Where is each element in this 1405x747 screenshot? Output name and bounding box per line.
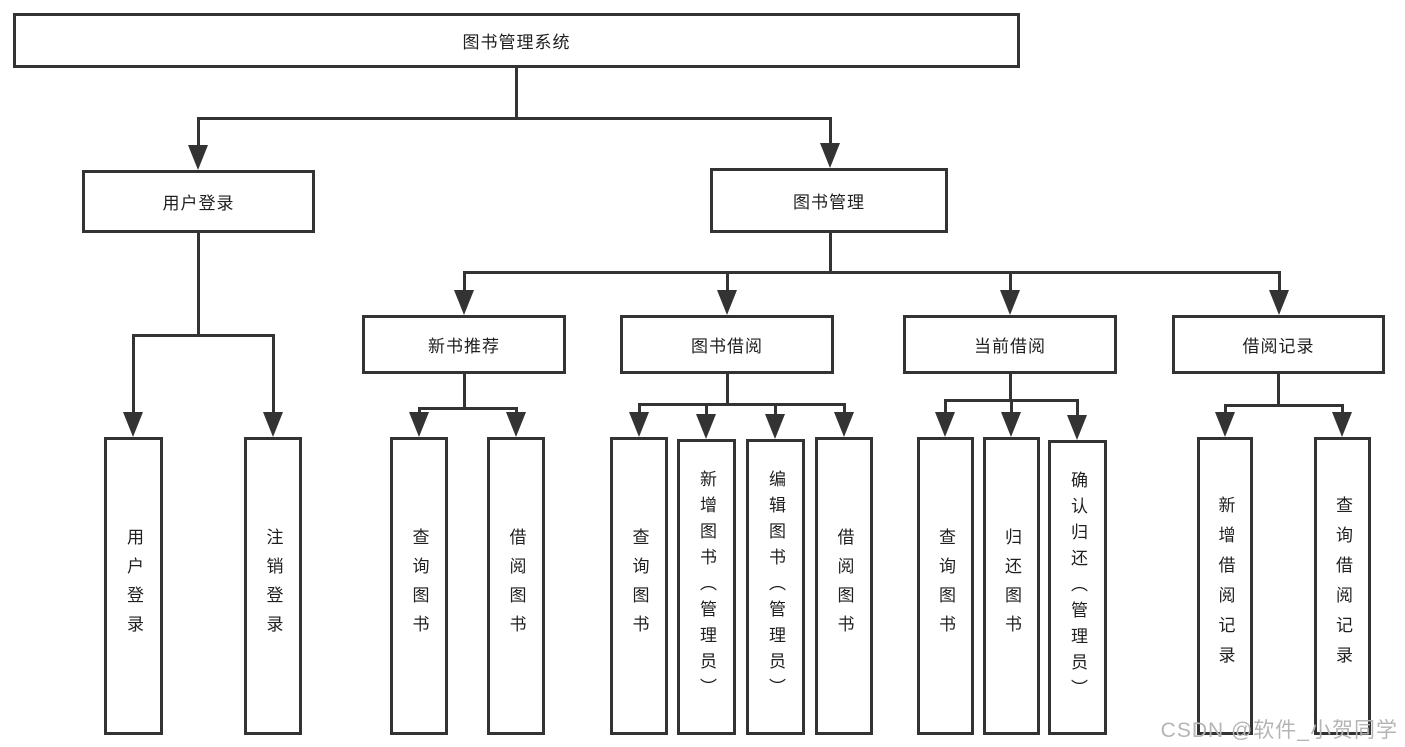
- arrow-down-icon: [123, 412, 143, 437]
- connector-line: [1224, 404, 1344, 407]
- arrow-down-icon: [1000, 290, 1020, 315]
- connector-line: [726, 374, 729, 406]
- connector-line: [132, 334, 274, 337]
- connector-line: [463, 374, 466, 410]
- leaf-add-borrow-record-label: 新增借阅记录: [1215, 496, 1235, 676]
- node-user-login-label: 用户登录: [162, 194, 235, 213]
- arrow-down-icon: [409, 412, 429, 437]
- leaf-edit-book-admin: 编辑图书（管理员）: [746, 439, 805, 735]
- arrow-down-icon: [454, 290, 474, 315]
- node-new-book-recommend-label: 新书推荐: [428, 337, 500, 356]
- connector-line: [1076, 399, 1079, 415]
- node-current-borrowing: 当前借阅: [903, 315, 1117, 374]
- connector-line: [197, 233, 200, 337]
- connector-line: [515, 68, 518, 120]
- leaf-user-login: 用户登录: [104, 437, 163, 735]
- leaf-edit-book-admin-label: 编辑图书（管理员）: [766, 470, 785, 704]
- leaf-query-books-current-label: 查询图书: [936, 528, 955, 644]
- connector-line: [726, 271, 729, 292]
- arrow-down-icon: [1001, 412, 1021, 437]
- connector-line: [705, 403, 708, 415]
- leaf-query-books-recommend: 查询图书: [390, 437, 448, 735]
- connector-line: [774, 403, 777, 415]
- connector-line: [132, 334, 135, 414]
- leaf-borrow-books-recommend: 借阅图书: [487, 437, 545, 735]
- leaf-return-books-label: 归还图书: [1002, 528, 1021, 644]
- node-current-borrowing-label: 当前借阅: [974, 337, 1046, 356]
- arrow-down-icon: [1332, 412, 1352, 437]
- arrow-down-icon: [820, 143, 840, 168]
- leaf-add-borrow-record: 新增借阅记录: [1197, 437, 1253, 735]
- arrow-down-icon: [1269, 290, 1289, 315]
- leaf-query-books-borrowing-label: 查询图书: [629, 528, 649, 644]
- node-root-label: 图书管理系统: [462, 33, 571, 52]
- node-new-book-recommend: 新书推荐: [362, 315, 566, 374]
- connector-line: [1010, 399, 1013, 413]
- arrow-down-icon: [1215, 412, 1235, 437]
- leaf-query-borrow-record-label: 查询借阅记录: [1333, 496, 1352, 676]
- arrow-down-icon: [765, 414, 785, 439]
- leaf-borrow-books-recommend-label: 借阅图书: [506, 528, 526, 644]
- leaf-add-book-admin-label: 新增图书（管理员）: [697, 470, 716, 704]
- leaf-add-book-admin: 新增图书（管理员）: [677, 439, 736, 735]
- leaf-borrow-books-borrowing: 借阅图书: [815, 437, 873, 735]
- leaf-confirm-return-admin: 确认归还（管理员）: [1048, 440, 1107, 735]
- leaf-user-login-label: 用户登录: [124, 528, 143, 644]
- connector-line: [463, 271, 1280, 274]
- connector-line: [463, 271, 466, 292]
- connector-line: [197, 117, 200, 149]
- arrow-down-icon: [1067, 415, 1087, 440]
- leaf-borrow-books-borrowing-label: 借阅图书: [834, 528, 854, 644]
- arrow-down-icon: [717, 290, 737, 315]
- leaf-confirm-return-admin-label: 确认归还（管理员）: [1068, 470, 1087, 705]
- node-user-login: 用户登录: [82, 170, 315, 233]
- connector-line: [944, 399, 947, 413]
- connector-line: [843, 403, 846, 415]
- arrow-down-icon: [935, 412, 955, 437]
- leaf-logout-label: 注销登录: [263, 528, 283, 644]
- connector-line: [1224, 404, 1227, 414]
- node-book-management: 图书管理: [710, 168, 948, 233]
- arrow-down-icon: [263, 412, 283, 437]
- leaf-query-books-borrowing: 查询图书: [610, 437, 668, 735]
- arrow-down-icon: [188, 145, 208, 170]
- arrow-down-icon: [834, 412, 854, 437]
- connector-line: [1009, 271, 1012, 292]
- connector-line: [638, 403, 845, 406]
- arrow-down-icon: [629, 412, 649, 437]
- arrow-down-icon: [696, 414, 716, 439]
- connector-line: [1341, 404, 1344, 414]
- leaf-query-borrow-record: 查询借阅记录: [1314, 437, 1371, 735]
- node-book-borrowing: 图书借阅: [620, 315, 834, 374]
- connector-line: [197, 117, 831, 120]
- connector-line: [638, 403, 641, 415]
- node-book-management-label: 图书管理: [793, 193, 865, 212]
- connector-line: [829, 233, 832, 274]
- connector-line: [418, 407, 517, 410]
- connector-line: [829, 117, 832, 147]
- leaf-return-books: 归还图书: [983, 437, 1040, 735]
- leaf-logout: 注销登录: [244, 437, 302, 735]
- connector-line: [272, 334, 275, 414]
- connector-line: [1278, 271, 1281, 292]
- connector-line: [1009, 374, 1012, 402]
- connector-line: [1277, 374, 1280, 407]
- leaf-query-books-recommend-label: 查询图书: [409, 528, 429, 644]
- node-book-borrowing-label: 图书借阅: [691, 337, 763, 356]
- node-borrow-records-label: 借阅记录: [1242, 337, 1315, 356]
- csdn-watermark: CSDN @软件_小贺同学: [1160, 719, 1398, 742]
- node-root: 图书管理系统: [13, 13, 1020, 68]
- node-borrow-records: 借阅记录: [1172, 315, 1385, 374]
- arrow-down-icon: [506, 412, 526, 437]
- leaf-query-books-current: 查询图书: [917, 437, 974, 735]
